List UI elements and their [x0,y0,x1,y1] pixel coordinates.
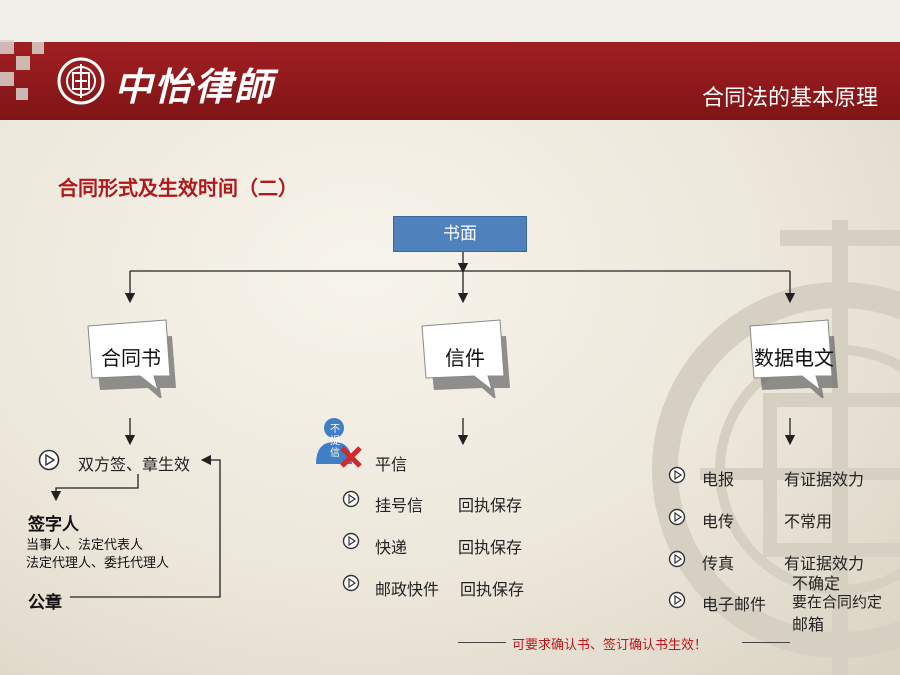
play-circle-icon [342,532,360,550]
data-item-note2: 邮箱 [792,615,825,634]
logo-emblem-icon [57,57,105,105]
person-icon-text: 不提信 [330,424,340,459]
data-item-note: 有证据效力 [784,470,865,489]
header-title: 合同法的基本原理 [701,86,878,111]
footer-line-right [742,642,790,643]
seal-label: 公章 [28,593,62,613]
letter-item-name: 挂号信 [375,496,424,515]
deco-square [32,42,44,54]
bubble-letter: 信件 [414,318,524,398]
letter-item-name: 邮政快件 [375,580,440,599]
play-circle-icon [668,550,686,568]
deco-square [0,72,14,86]
data-item-note: 要在合同约定 [792,593,883,611]
letter-item-note: 回执保存 [460,580,525,599]
signer-line1: 当事人、法定代表人 [26,538,144,553]
play-circle-icon [668,591,686,609]
data-item-note2: 不确定 [792,574,841,593]
bubble-data: 数据电文 [742,318,852,398]
watermark-emblem-icon [652,220,900,675]
data-item-name: 电子邮件 [702,595,767,614]
data-item-name: 传真 [702,554,735,573]
data-item-name: 电传 [702,512,735,531]
page-heading: 合同形式及生效时间（二） [58,176,298,200]
bubble-contract: 合同书 [80,318,190,398]
bubble-letter-label: 信件 [445,346,485,370]
bubble-data-label: 数据电文 [754,346,834,370]
letter-item-note: 回执保存 [458,538,523,557]
play-circle-icon [38,449,60,471]
contract-item: 双方签、章生效 [78,455,191,474]
footer-note: 可要求确认书、签订确认书生效！ [512,638,708,653]
root-box: 书面 [393,216,527,252]
deco-square [16,56,30,70]
bubble-contract-label: 合同书 [101,346,161,370]
letter-item-name: 快递 [375,538,408,557]
signer-line2: 法定代理人、委托代理人 [26,556,170,571]
play-circle-icon [668,508,686,526]
footer-line-left [458,642,506,643]
plain-letter: 平信 [375,455,408,474]
person-cross-icon [316,418,362,468]
signer-title: 签字人 [28,515,79,535]
logo-text: 中怡律師 [114,64,275,109]
data-item-name: 电报 [702,470,735,489]
play-circle-icon [668,466,686,484]
data-item-note: 不常用 [784,512,833,531]
play-circle-icon [342,574,360,592]
top-band [0,0,900,42]
header-band [0,42,900,120]
play-circle-icon [342,490,360,508]
deco-square [0,40,14,54]
data-item-note: 有证据效力 [784,554,865,573]
deco-square [16,88,28,100]
letter-item-note: 回执保存 [458,496,523,515]
